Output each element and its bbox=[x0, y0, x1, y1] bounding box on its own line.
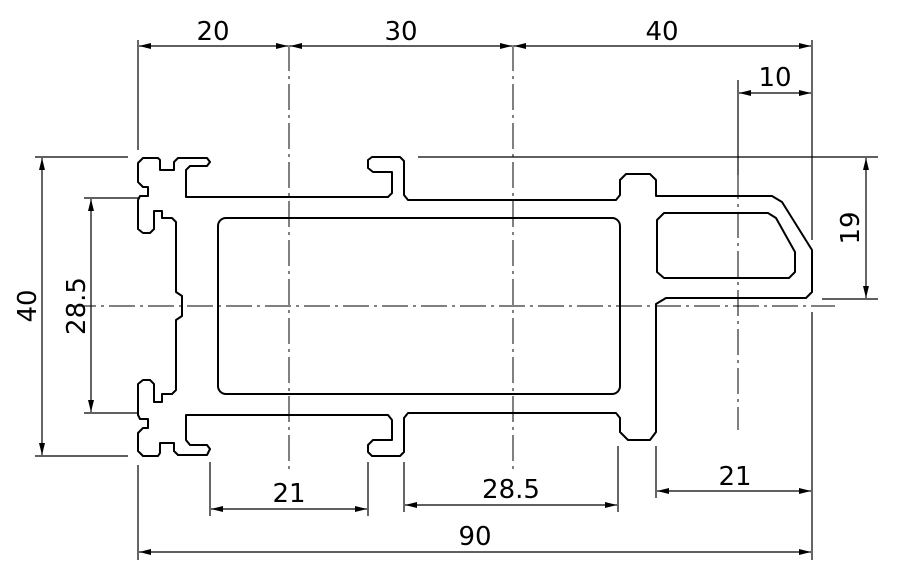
profile-outer-contour bbox=[137, 156, 813, 457]
dim-label-overall: 90 bbox=[458, 522, 491, 552]
dim-label-top-small: 10 bbox=[758, 63, 791, 93]
dim-label-bottom-middle: 28.5 bbox=[482, 475, 540, 505]
extension-lines bbox=[35, 40, 878, 560]
dim-label-right: 19 bbox=[836, 211, 866, 244]
dim-label-bottom-left: 21 bbox=[272, 479, 305, 509]
dim-label-left-outer: 40 bbox=[13, 289, 43, 322]
small-chamber bbox=[656, 212, 796, 279]
dim-label-top-middle: 30 bbox=[384, 17, 417, 47]
dim-label-top-left: 20 bbox=[196, 17, 229, 47]
center-lines bbox=[70, 45, 835, 470]
dim-label-top-right: 40 bbox=[645, 17, 678, 47]
dimension-labels: 20 30 40 10 19 40 28.5 21 28.5 21 90 bbox=[13, 17, 866, 552]
dim-label-bottom-right: 21 bbox=[718, 462, 751, 492]
aluminum-profile bbox=[137, 156, 813, 457]
main-chamber bbox=[217, 217, 621, 395]
dim-label-left-inner: 28.5 bbox=[62, 277, 92, 335]
dimension-lines bbox=[39, 43, 869, 555]
